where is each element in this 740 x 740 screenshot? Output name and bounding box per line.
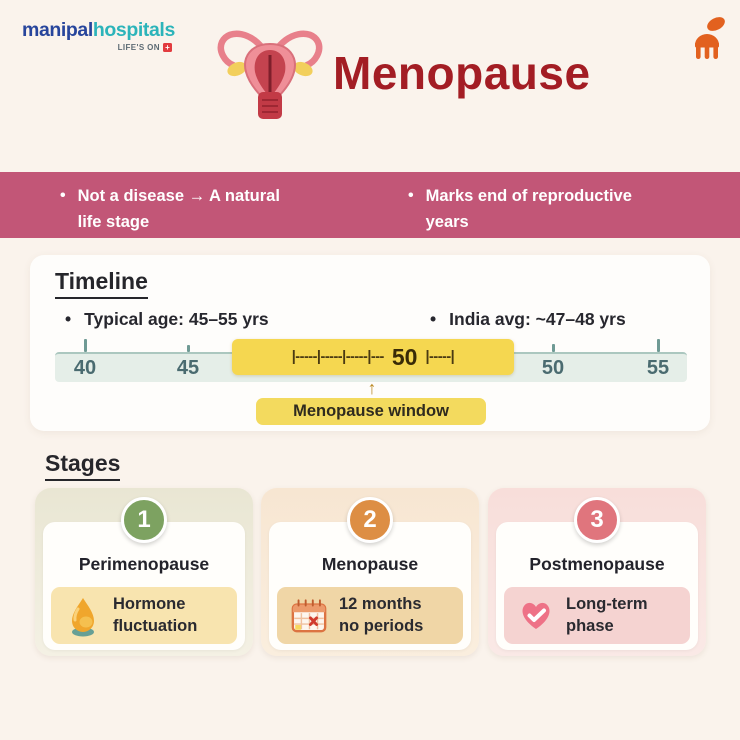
window-dashes-tail: |-----|: [425, 349, 455, 365]
calendar-crossed-icon: [291, 598, 327, 632]
timeline-heading: Timeline: [55, 268, 148, 299]
ruler-label-40: 40: [73, 357, 97, 379]
menopause-window-label: Menopause window: [256, 398, 486, 425]
stage-name: Postmenopause: [529, 554, 665, 574]
key-facts-banner: Not a disease → A natural life stage Mar…: [0, 172, 740, 238]
page-title: Menopause: [333, 47, 591, 99]
stage-number-badge: 1: [121, 497, 167, 543]
ruler-label-45: 45: [176, 357, 200, 379]
logo-hospitals: hospitals: [92, 19, 175, 41]
ruler-tick-40: [84, 339, 87, 352]
logo-wordmark: manipalhospitals: [22, 19, 175, 42]
stage-name: Perimenopause: [78, 554, 210, 574]
window-dashes-lead: |-----|-----|-----|---: [291, 349, 385, 365]
ruler-tick-45: [187, 345, 190, 352]
banner-bullet-natural-stage: Not a disease → A natural life stage: [60, 184, 330, 235]
droplet-icon: [72, 597, 94, 636]
menopause-window-highlight: |-----|-----|-----|--- 50 |-----|: [232, 339, 514, 375]
up-arrow-icon: ↑: [367, 378, 377, 398]
typical-age-bullet: Typical age: 45–55 yrs: [65, 309, 269, 330]
logo-tagline: LIFE'S ON: [117, 43, 160, 52]
india-avg-bullet: India avg: ~47–48 yrs: [430, 309, 626, 330]
manipal-deer-icon: [695, 17, 725, 59]
manipal-hospitals-logo: manipalhospitals LIFE'S ON +: [22, 19, 175, 52]
stage-card-menopause: 2 Menopause 12 months no periods: [261, 488, 479, 656]
logo-manipal: manipal: [22, 19, 93, 41]
stage-detail: Hormone fluctuation: [113, 595, 198, 635]
heart-check-icon: [522, 602, 550, 629]
window-age-value: 50: [391, 343, 418, 370]
timeline-card: Timeline Typical age: 45–55 yrs India av…: [30, 255, 710, 431]
ruler-tick-50: [552, 344, 555, 352]
banner-bullet-reproductive-years: Marks end of reproductive years: [408, 184, 688, 235]
ruler-label-50: 50: [541, 357, 565, 379]
stage-name: Menopause: [321, 554, 419, 574]
stage-card-postmenopause: 3 Postmenopause Long-term phase: [488, 488, 706, 656]
stage-card-perimenopause: 1 Perimenopause Hormone fluctuation: [35, 488, 253, 656]
ruler-label-55: 55: [646, 357, 670, 379]
stage-number-badge: 3: [574, 497, 620, 543]
red-cross-icon: +: [163, 43, 172, 52]
stage-detail: 12 months no periods: [339, 595, 424, 635]
stage-detail: Long-term phase: [566, 595, 648, 635]
uterus-icon: [217, 30, 323, 119]
ruler-tick-55: [657, 339, 660, 352]
stage-number-badge: 2: [347, 497, 393, 543]
stages-heading: Stages: [45, 450, 121, 481]
